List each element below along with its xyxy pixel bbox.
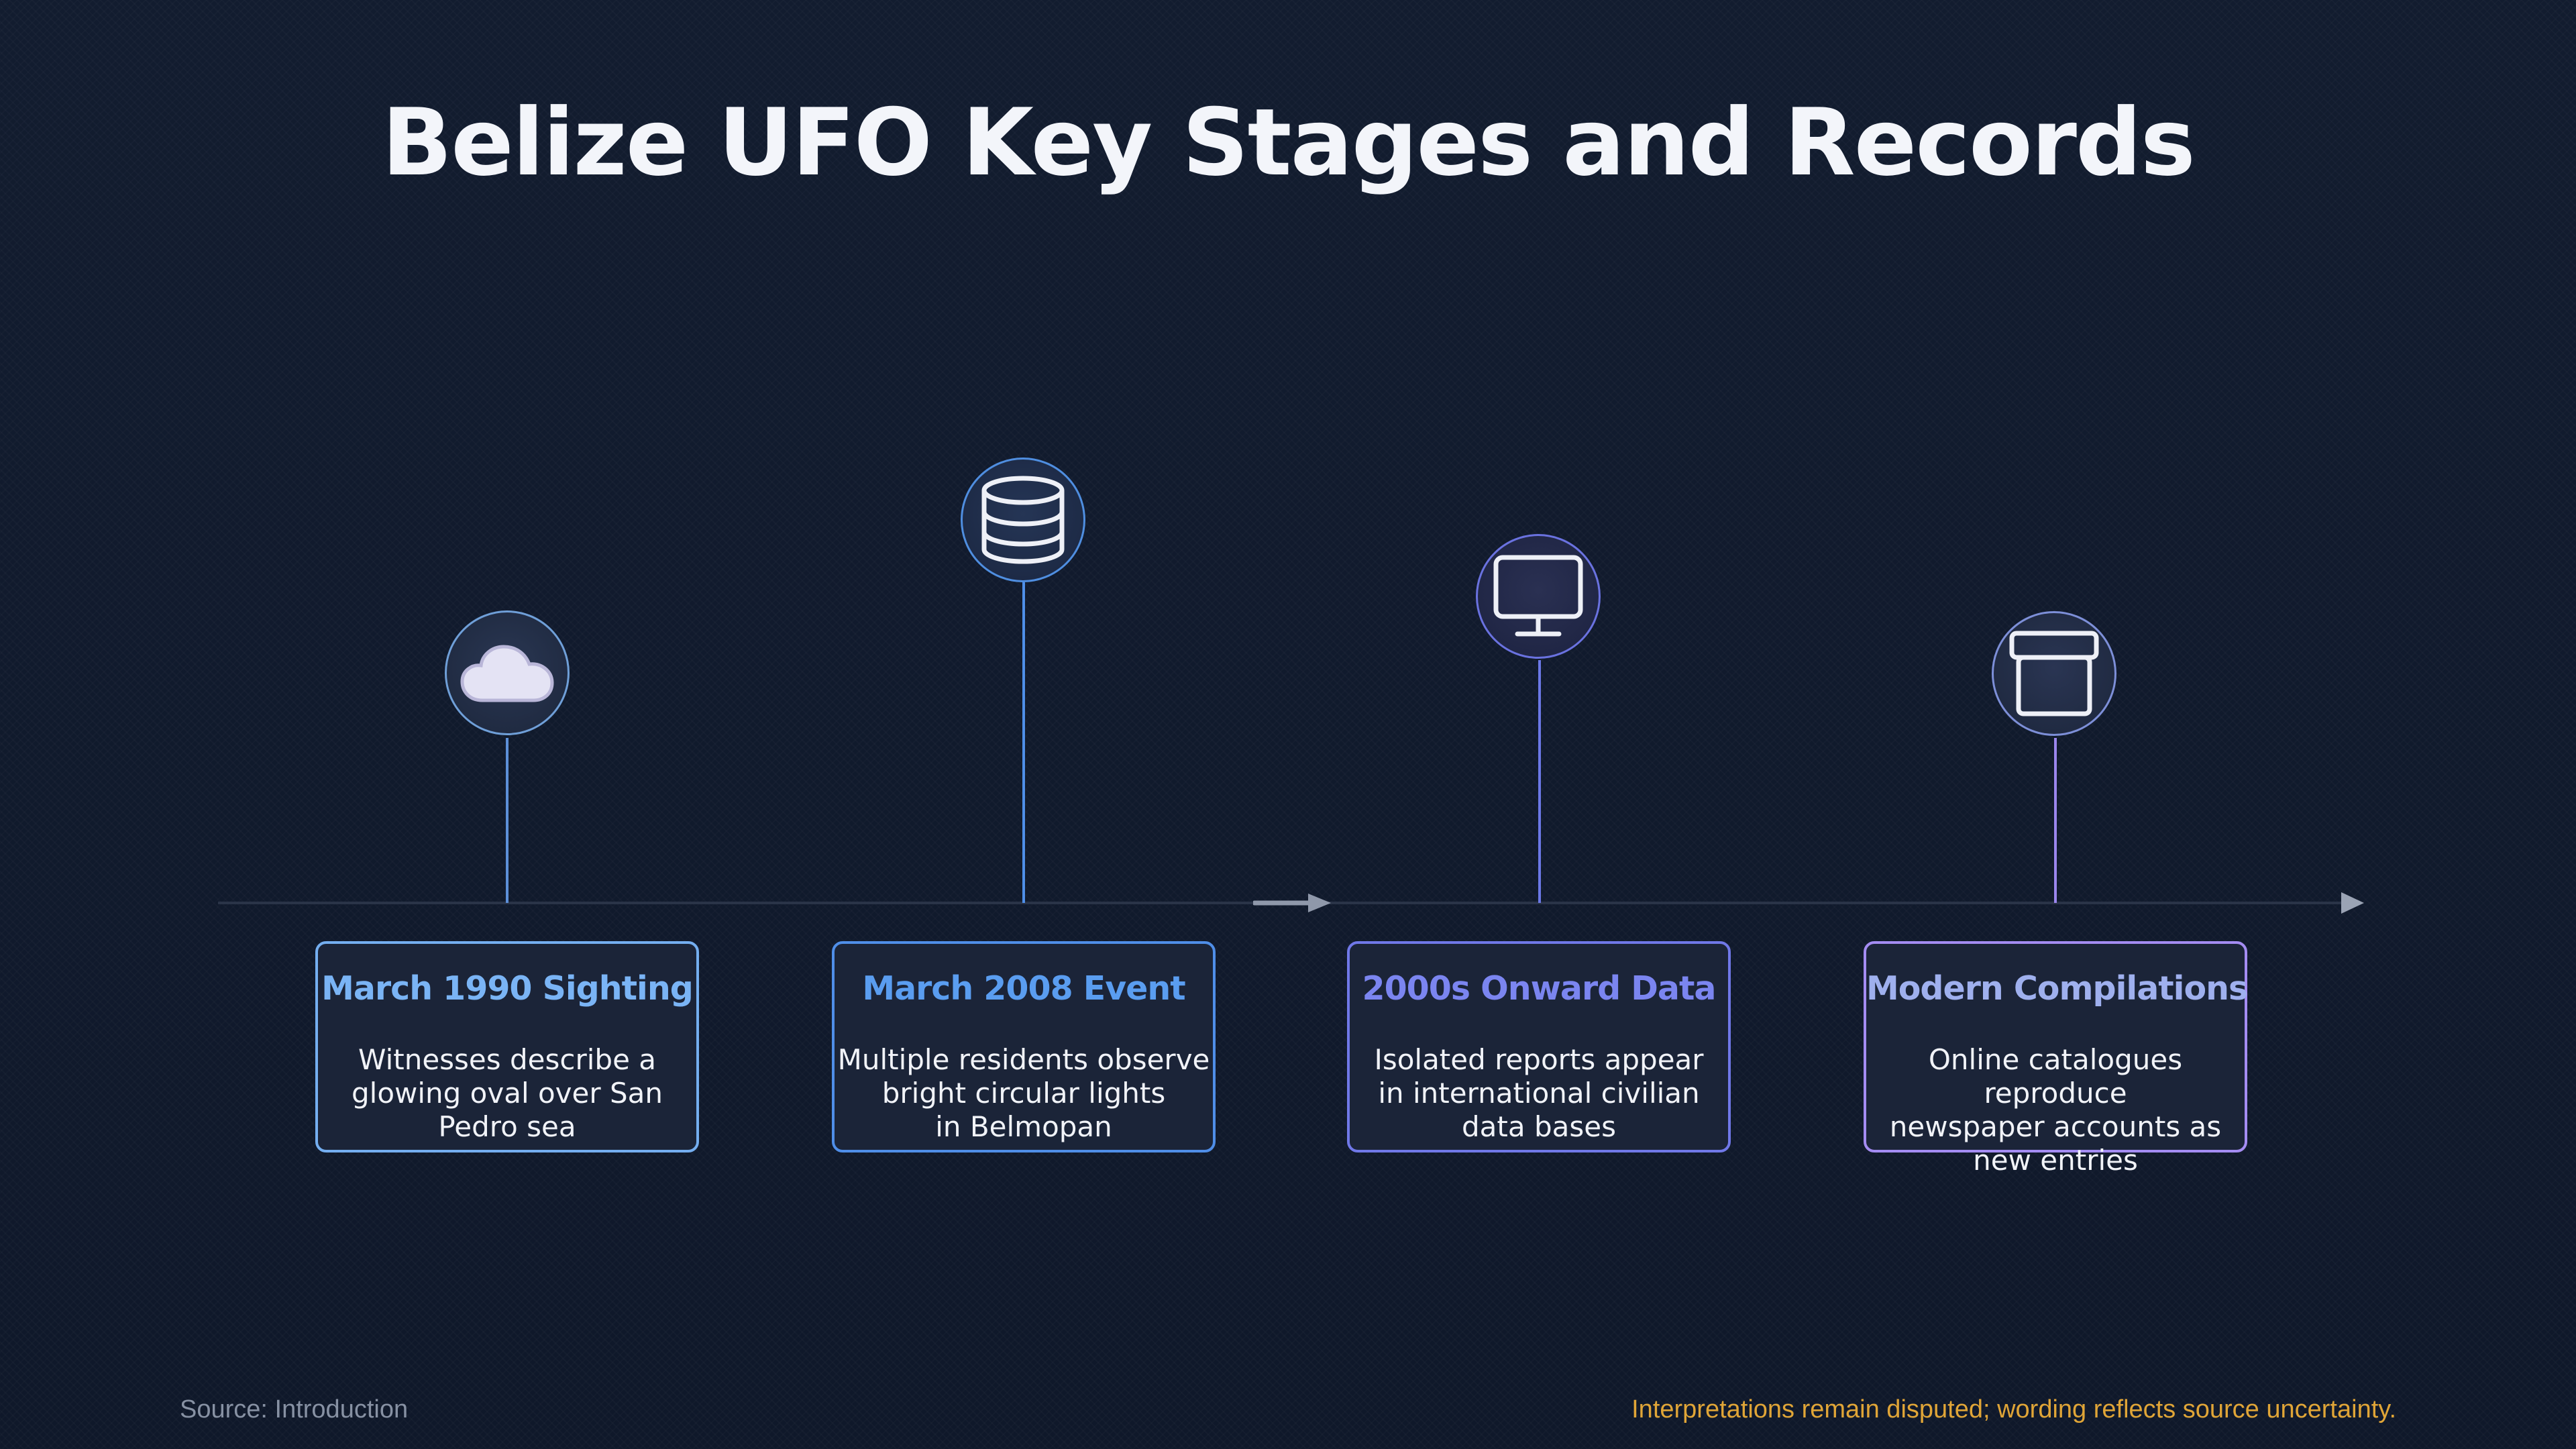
timeline-arrowhead <box>2341 892 2364 914</box>
stage-2-node <box>961 458 1085 582</box>
stage-4-title: Modern Compilations <box>1866 969 2248 1008</box>
stage-2-card: March 2008 Event Multiple residents obse… <box>832 941 1216 1152</box>
stage-1-title: March 1990 Sighting <box>321 969 694 1008</box>
stage-2-connector <box>1022 582 1025 903</box>
stage-1-description: Witnesses describe a glowing oval over S… <box>351 1043 663 1143</box>
archive-box-icon <box>2009 631 2099 716</box>
database-icon <box>981 476 1065 564</box>
stage-2-title: March 2008 Event <box>862 969 1185 1008</box>
disclaimer-note: Interpretations remain disputed; wording… <box>1631 1395 2396 1424</box>
source-note: Source: Introduction <box>180 1395 409 1424</box>
stage-4-card: Modern Compilations Online catalogues re… <box>1864 941 2248 1177</box>
stage-1-card: March 1990 Sighting Witnesses describe a… <box>315 941 699 1152</box>
stage-3-card: 2000s Onward Data Isolated reports appea… <box>1347 941 1731 1152</box>
stage-3-title: 2000s Onward Data <box>1362 969 1716 1008</box>
timeline-direction-arrow <box>1253 894 1331 912</box>
stage-2-description: Multiple residents observe bright circul… <box>837 1043 1210 1143</box>
stage-4-connector <box>2054 738 2057 903</box>
stage-4-description: Online catalogues reproduce newspaper ac… <box>1889 1043 2222 1177</box>
stage-3-connector <box>1538 660 1541 903</box>
stage-1-connector <box>506 738 508 903</box>
stage-3-description: Isolated reports appear in international… <box>1374 1043 1704 1143</box>
cloud-icon <box>460 645 554 702</box>
stage-4-node <box>1992 611 2116 736</box>
stage-3-node <box>1476 534 1601 659</box>
monitor-icon <box>1493 555 1583 637</box>
stage-1-node <box>445 610 570 735</box>
page-title: Belize UFO Key Stages and Records <box>382 89 2196 197</box>
